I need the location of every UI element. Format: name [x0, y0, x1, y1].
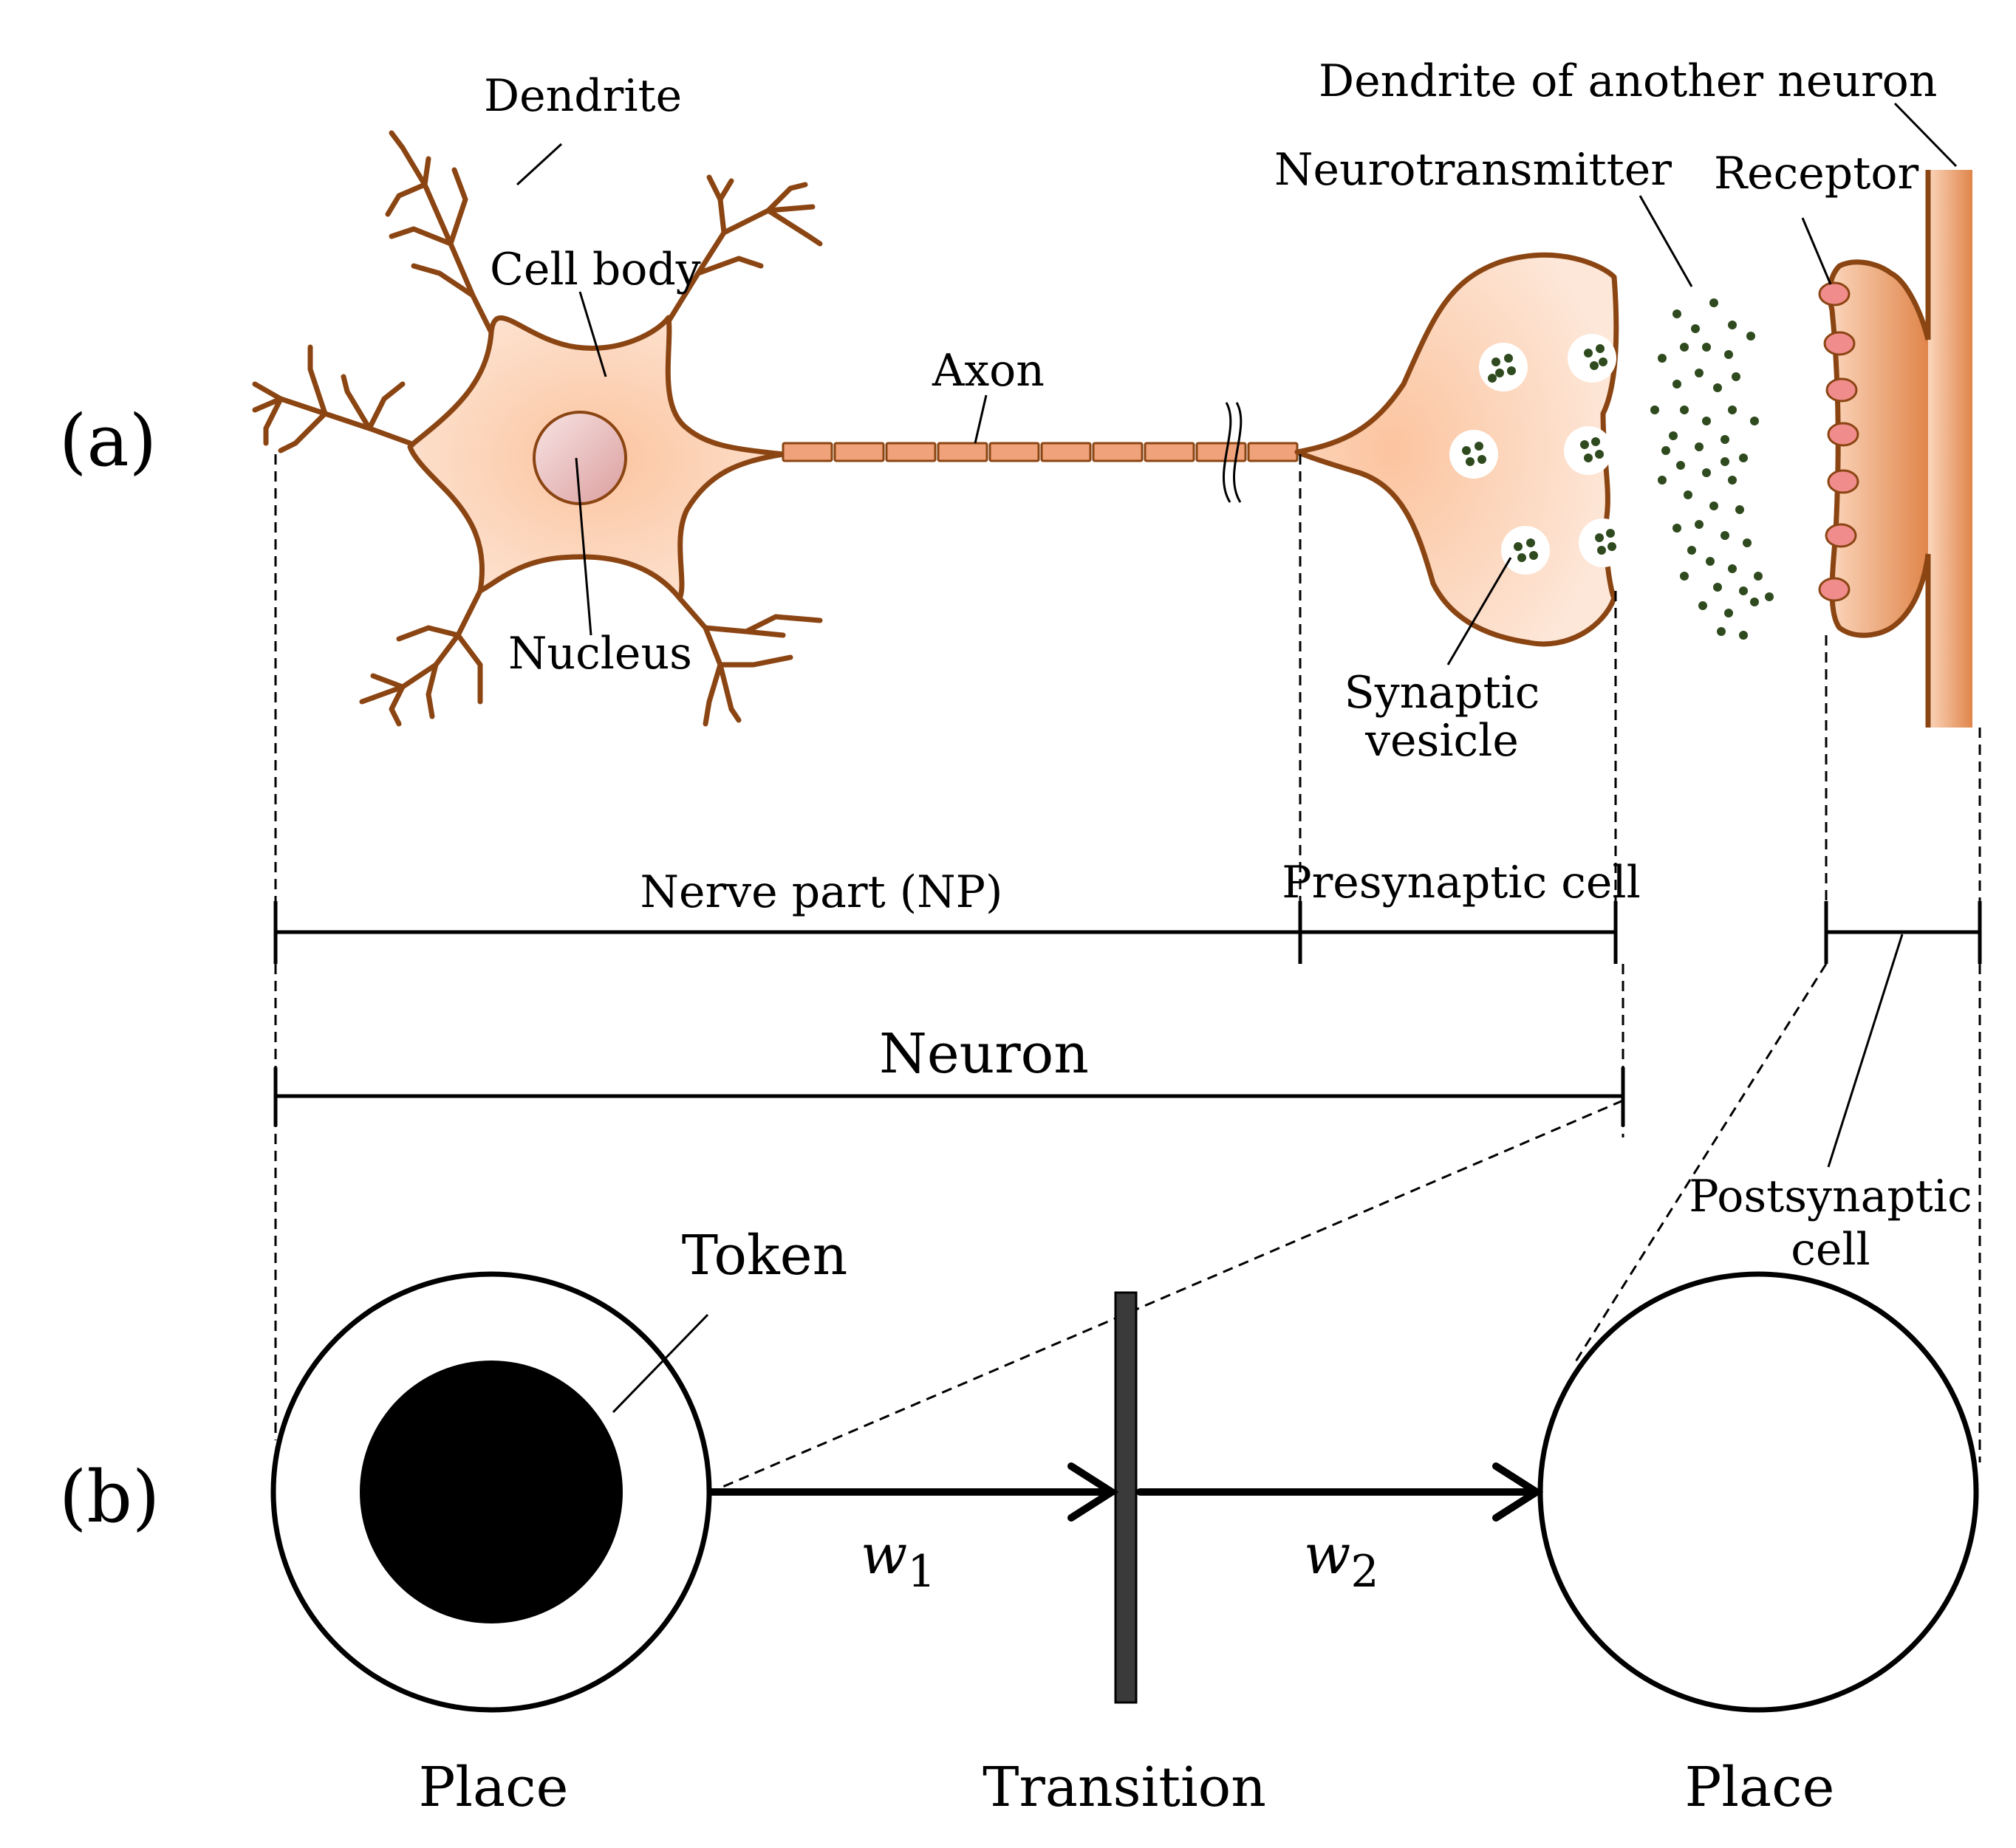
label-receptor: Receptor	[1714, 148, 1918, 199]
label-postsynaptic-1: Postsynaptic	[1689, 1171, 1972, 1222]
token-leader	[612, 1313, 709, 1414]
synaptic-vesicles	[1449, 334, 1627, 575]
label-neuron: Neuron	[879, 1022, 1089, 1086]
label-cell-body: Cell body	[490, 244, 701, 295]
neurotransmitter-cloud	[1650, 298, 1774, 640]
panel-label-b: (b)	[59, 1456, 160, 1539]
label-dendrite: Dendrite	[484, 70, 682, 122]
label-presynaptic-cell: Presynaptic cell	[1282, 857, 1641, 908]
label-nerve-part: Nerve part (NP)	[640, 866, 1003, 918]
label-axon: Axon	[932, 345, 1045, 397]
label-neurotransmitter: Neurotransmitter	[1274, 144, 1672, 196]
label-synaptic-vesicle-2: vesicle	[1364, 715, 1519, 767]
arcs	[707, 1462, 1544, 1522]
label-w1: w1	[861, 1523, 936, 1598]
label-nucleus: Nucleus	[508, 628, 692, 680]
label-transition: Transition	[983, 1756, 1266, 1819]
label-postsynaptic-2: cell	[1791, 1224, 1870, 1276]
label-place-right: Place	[1685, 1756, 1835, 1819]
label-dendrite-of-another-neuron: Dendrite of another neuron	[1319, 55, 1937, 107]
axon-break	[1223, 402, 1243, 503]
dendrites	[252, 130, 823, 727]
receptors	[1818, 281, 1859, 602]
dendrite-of-another-neuron-bar	[1928, 170, 1972, 728]
label-synaptic-vesicle-1: Synaptic	[1344, 667, 1540, 719]
panel-label-a: (a)	[59, 400, 157, 482]
label-token: Token	[682, 1224, 847, 1287]
postsynaptic-spine	[1827, 259, 1931, 638]
postsynaptic-leader	[1827, 934, 1904, 1168]
transition-bar	[1114, 1291, 1138, 1704]
label-w2: w2	[1304, 1523, 1379, 1598]
place-right	[1537, 1271, 1979, 1713]
bracket-lines	[273, 901, 1982, 1126]
token	[360, 1361, 623, 1623]
label-place-left: Place	[419, 1756, 569, 1819]
axon	[782, 442, 1299, 462]
dashed-guides	[274, 454, 1981, 1493]
leader-lines	[516, 102, 1958, 665]
